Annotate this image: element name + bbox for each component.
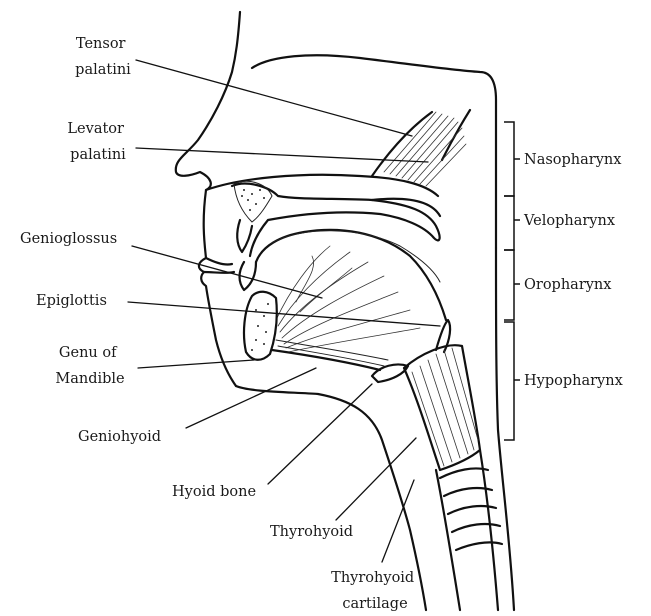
leader-genu-of-mandible bbox=[138, 360, 254, 368]
label-hyoid-bone: Hyoid bone bbox=[172, 484, 256, 500]
nasopharynx-wall bbox=[372, 112, 432, 176]
label-velopharynx: Velopharynx bbox=[523, 213, 615, 229]
tongue-outline bbox=[256, 230, 446, 320]
hyoid-bone-shape bbox=[372, 364, 408, 382]
posterior-neck-outline bbox=[496, 248, 514, 610]
label-genioglossus: Genioglossus bbox=[20, 231, 117, 247]
label-genu-line2: Mandible bbox=[55, 371, 124, 387]
label-tensor-palatini: Tensor palatini bbox=[75, 36, 131, 78]
label-levator-palatini-line2: palatini bbox=[70, 147, 126, 163]
mandible-stipple bbox=[251, 303, 269, 351]
trachea-rings bbox=[440, 468, 502, 550]
label-thyrohyoid-cartilage: Thyrohyoid cartilage bbox=[331, 570, 419, 612]
leader-genioglossus bbox=[132, 246, 322, 298]
label-levator-palatini: Levator palatini bbox=[67, 121, 128, 163]
genioglossus-fan bbox=[276, 246, 420, 352]
bracket-hypopharynx bbox=[504, 322, 520, 440]
label-levator-palatini-line1: Levator bbox=[67, 121, 124, 137]
label-epiglottis: Epiglottis bbox=[36, 293, 107, 309]
lips bbox=[204, 258, 234, 273]
maxilla-stipple bbox=[241, 189, 265, 211]
leader-tensor-palatini bbox=[136, 60, 412, 136]
bracket-nasopharynx bbox=[504, 122, 520, 196]
leader-epiglottis bbox=[128, 302, 440, 326]
label-geniohyoid: Geniohyoid bbox=[78, 429, 161, 445]
label-tensor-palatini-line2: palatini bbox=[75, 62, 131, 78]
label-oropharynx: Oropharynx bbox=[524, 277, 611, 293]
leader-geniohyoid bbox=[186, 368, 316, 428]
palatini-muscle-band bbox=[384, 112, 466, 186]
label-genu-line1: Genu of bbox=[59, 345, 118, 361]
label-thyrohyoid: Thyrohyoid bbox=[270, 524, 353, 540]
upper-teeth bbox=[237, 220, 252, 252]
bracket-oropharynx bbox=[504, 250, 520, 320]
face-profile-outline bbox=[176, 12, 240, 386]
label-tensor-palatini-line1: Tensor bbox=[76, 36, 126, 52]
label-cartilage-line2: cartilage bbox=[342, 596, 407, 612]
label-genu-of-mandible: Genu of Mandible bbox=[55, 345, 124, 387]
thyrohyoid-muscle-fibers bbox=[412, 348, 478, 466]
skull-outline bbox=[252, 55, 496, 248]
leader-hyoid-bone bbox=[268, 384, 372, 484]
label-hypopharynx: Hypopharynx bbox=[524, 373, 623, 389]
bracket-velopharynx bbox=[504, 196, 520, 250]
floor-of-mouth bbox=[272, 350, 380, 370]
label-cartilage-line1: Thyrohyoid bbox=[331, 570, 414, 586]
hard-palate-outline bbox=[232, 184, 440, 256]
label-nasopharynx: Nasopharynx bbox=[524, 152, 621, 168]
nasal-floor-outline bbox=[206, 175, 438, 196]
esophagus-back bbox=[480, 450, 498, 610]
oral-cavity-arc bbox=[270, 231, 440, 282]
